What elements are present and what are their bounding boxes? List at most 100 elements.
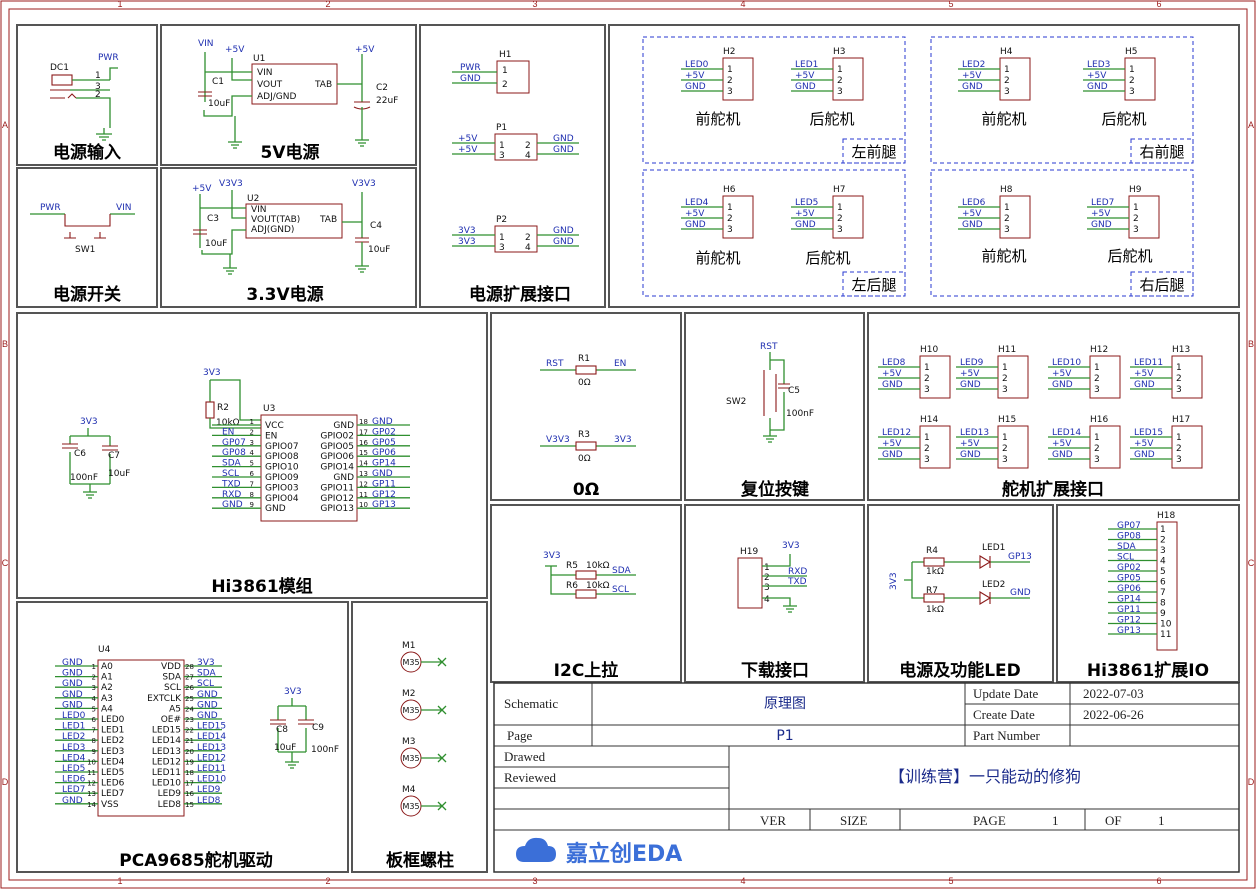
svg-text:4: 4 [525,151,531,161]
ruler-column-label: 3 [532,876,537,886]
h18-net: GP05 [1117,574,1141,584]
header-net: GND [685,220,706,230]
u4-pin-number: 28 [185,663,194,671]
svg-text:P1: P1 [776,728,793,744]
frame-3v3 [160,167,417,308]
svg-text:3V3: 3V3 [203,368,221,378]
switch-circuit: PWR VIN SW1 电源开关 [30,203,135,305]
svg-text:ADJ/GND: ADJ/GND [257,92,296,102]
u4-pin-number: 21 [185,737,194,745]
h18-pin: 6 [1160,578,1166,588]
header-body [1171,425,1203,469]
header-net: LED10 [1052,358,1081,368]
download-circuit: H19 12 34 3V3 RXD TXD 下载接口 [737,541,809,681]
u3-pin-number: 4 [250,449,255,457]
svg-text:GND: GND [553,226,574,236]
u3-pin-name: GPIO11 [320,483,354,493]
frame-i2c [490,504,682,683]
svg-text:【训练营】一只能动的修狗: 【训练营】一只能动的修狗 [889,767,1081,786]
svg-text:V3V3: V3V3 [546,435,570,445]
u4-pin-name: LED2 [101,736,124,746]
u4-net: LED9 [197,785,221,795]
u3-net: SDA [222,459,241,469]
u3-pin-number: 14 [359,460,368,468]
svg-text:VOUT(TAB): VOUT(TAB) [251,215,300,225]
u4-net: LED5 [62,764,85,774]
h18-pin: 1 [1160,525,1166,535]
u4-pin-number: 20 [185,748,194,756]
header-pin: 2 [837,76,843,86]
frame-switch [16,167,158,308]
u4-net: SDA [197,669,216,679]
svg-text:R4: R4 [926,546,938,556]
screw-value: M35 [402,706,419,715]
u3-pin-number: 9 [250,501,254,509]
header-pin: 1 [1094,363,1100,373]
svg-text:3: 3 [499,151,505,161]
header-pin: 1 [1129,65,1135,75]
header-pin: 3 [837,225,843,235]
u4-pin-number: 14 [87,801,96,809]
header-net: LED15 [1134,428,1163,438]
svg-text:后舵机: 后舵机 [809,110,854,128]
h18-pin: 5 [1160,567,1166,577]
header-pin: 2 [1004,76,1010,86]
u4-net: SCL [197,679,214,689]
label-screws: 板框螺柱 [386,850,454,871]
svg-text:4: 4 [764,595,770,605]
label-reset: 复位按键 [740,479,809,500]
svg-text:GND: GND [460,74,481,84]
u3-net: TXD [221,479,241,489]
ruler-column-label: 2 [325,0,330,9]
svg-text:10uF: 10uF [205,239,227,249]
header-pin: 3 [837,87,843,97]
header-net: +5V [795,71,815,81]
svg-text:VOUT: VOUT [257,80,283,90]
tag-right-front [1130,138,1194,164]
power-input-circuit: DC1 PWR 132 电源输入 [50,53,121,163]
frame-pca9685 [16,601,349,873]
header-body [919,425,951,469]
u4-body [97,659,185,817]
u4-net: LED2 [62,732,85,742]
svg-text:GND: GND [553,237,574,247]
header-body [1089,425,1121,469]
header-net: +5V [882,369,902,379]
svg-text:EN: EN [614,359,626,369]
header-pin: 1 [1133,203,1139,213]
header-net: +5V [1052,369,1072,379]
h18-pin: 8 [1160,599,1166,609]
header-pin: 1 [1004,65,1010,75]
svg-text:Update Date: Update Date [973,686,1039,701]
header-pin: 1 [727,65,733,75]
cloud-logo-icon [516,837,556,862]
svg-text:1: 1 [1052,813,1059,828]
svg-text:后舵机: 后舵机 [1101,110,1146,128]
svg-text:GND: GND [553,145,574,155]
leg-labels: 前舵机 后舵机 前舵机 后舵机 前舵机 后舵机 前舵机 后舵机 左前腿 右前腿 … [695,110,1184,294]
header-net: +5V [1134,439,1154,449]
u4-pin-number: 5 [92,705,96,713]
no-connect-icon [421,705,447,715]
header-net: GND [882,450,903,460]
u4-pin-number: 2 [92,674,96,682]
header-ref: H16 [1090,415,1108,425]
svg-text:RST: RST [760,342,778,352]
svg-text:R6: R6 [566,581,578,591]
frame-download [684,504,865,683]
svg-text:嘉立创EDA: 嘉立创EDA [566,841,682,867]
u4-pin-number: 27 [185,674,194,682]
ruler-column-label: 4 [740,876,745,886]
header-net: GND [882,380,903,390]
dc1-ref: DC1 [50,63,69,73]
u4-pin-number: 25 [185,695,194,703]
reset-circuit: RST SW2 C5 100nF 复位按键 [726,342,814,500]
u4-pin-number: 7 [92,727,96,735]
u3-pin-name: GPIO03 [265,483,299,493]
header-pin: 1 [924,433,930,443]
